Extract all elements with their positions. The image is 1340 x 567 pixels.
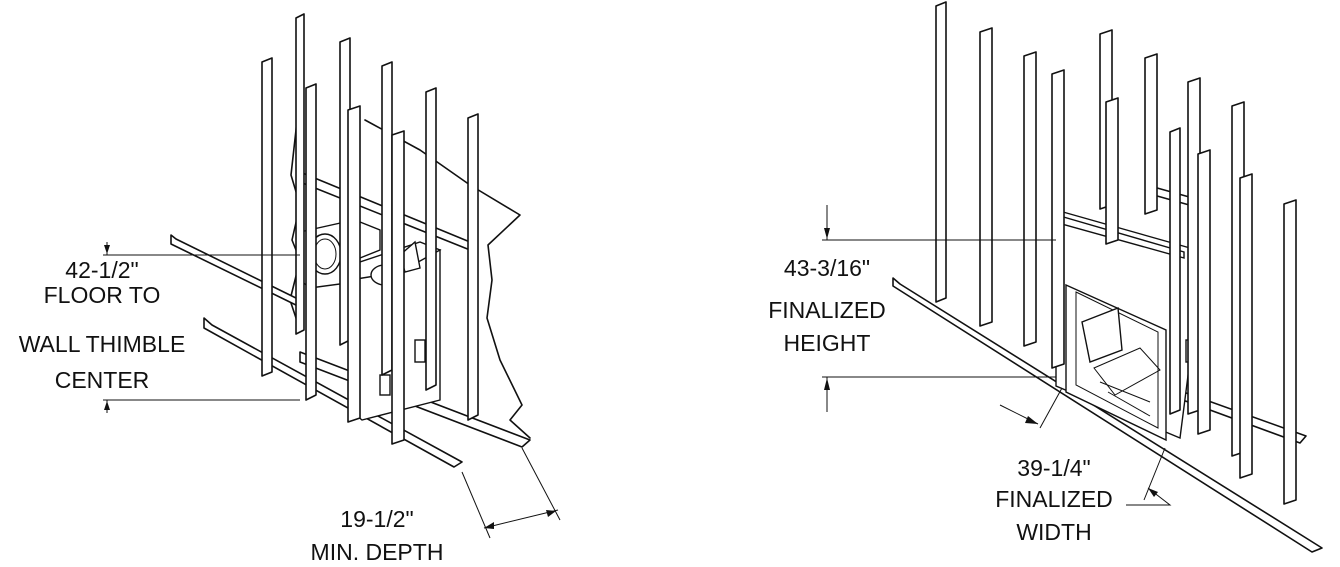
right-width-label-1: 39-1/4" <box>1017 455 1090 481</box>
left-studs-front <box>261 57 405 445</box>
left-depth-label-2: MIN. DEPTH <box>311 539 444 565</box>
right-width-label-2: FINALIZED <box>995 486 1113 512</box>
right-height-label-1: 43-3/16" <box>784 255 870 281</box>
right-fireplace-unit <box>1055 209 1193 442</box>
left-depth-label-1: 19-1/2" <box>340 506 413 532</box>
left-upper-plate <box>170 234 301 308</box>
right-width-label-3: WIDTH <box>1016 519 1091 545</box>
left-height-label-2: FLOOR TO <box>44 282 161 308</box>
right-framing-diagram: 43-3/16" FINALIZED HEIGHT 39-1/4" FINALI… <box>768 1 1323 553</box>
right-bottom-plate <box>892 277 1323 553</box>
left-height-dimension <box>103 242 300 413</box>
left-height-label-1: 42-1/2" <box>65 257 138 283</box>
right-width-dimension <box>999 387 1172 506</box>
right-height-dimension <box>822 205 1056 412</box>
left-height-label-3: WALL THIMBLE <box>19 331 186 357</box>
left-framing-diagram: 42-1/2" FLOOR TO WALL THIMBLE CENTER 19-… <box>19 13 561 565</box>
left-height-label-4: CENTER <box>55 367 150 393</box>
right-height-label-3: HEIGHT <box>784 330 871 356</box>
left-depth-dimension <box>461 447 561 539</box>
left-studs-back <box>295 13 479 421</box>
right-studs <box>935 1 1297 505</box>
right-height-label-2: FINALIZED <box>768 297 886 323</box>
